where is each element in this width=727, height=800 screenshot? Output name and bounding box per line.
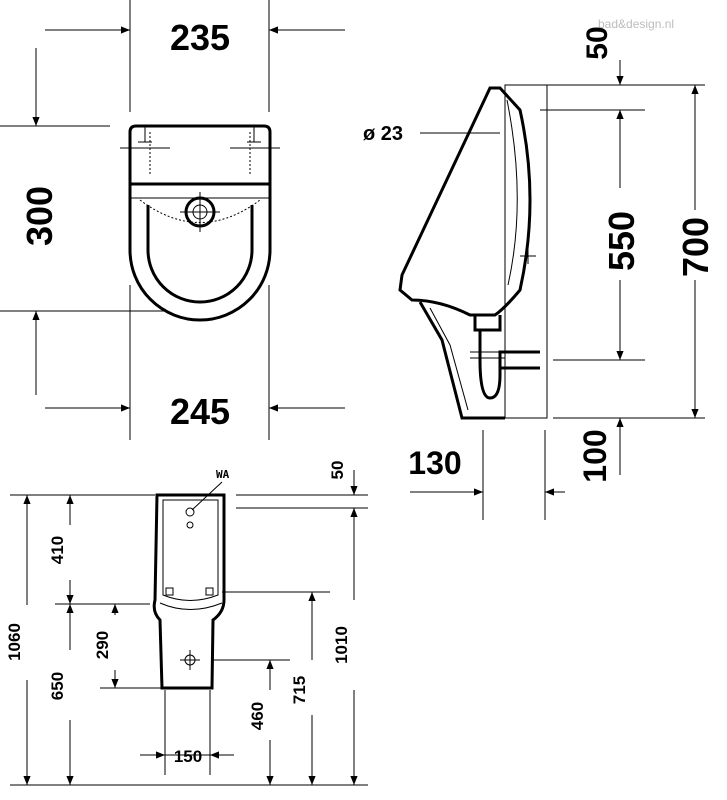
dim-width-top: 235 [170, 17, 230, 58]
dim-top-offset: 50 [581, 26, 614, 59]
urinal-side-profile [398, 86, 532, 317]
dim-460: 460 [248, 702, 267, 730]
dim-700: 700 [675, 217, 716, 277]
dim-715: 715 [290, 676, 309, 704]
dim-290: 290 [93, 631, 112, 659]
dim-bottom-offset: 100 [577, 429, 613, 482]
dim-height: 300 [19, 186, 60, 246]
top-view: 235 300 245 [0, 0, 345, 440]
watermark: bad&design.nl [598, 17, 674, 31]
dim-1060: 1060 [5, 623, 24, 661]
urinal-top-outline [128, 124, 272, 322]
side-view: 50 ø 23 550 700 130 100 [363, 26, 716, 520]
dim-projection: 130 [408, 445, 461, 481]
water-inlet-label: WA [216, 468, 230, 481]
pipe-diameter: ø 23 [363, 123, 403, 145]
front-view: WA 50 1060 410 650 290 715 1010 460 150 [5, 461, 368, 786]
dim-650: 650 [48, 672, 67, 700]
siphon-trap [473, 315, 540, 400]
dim-410: 410 [48, 536, 67, 564]
dim-150: 150 [174, 747, 202, 766]
urinal-front-outline [152, 493, 226, 690]
dim-1010: 1010 [332, 626, 351, 664]
dim-550: 550 [601, 211, 642, 271]
dim-50: 50 [328, 461, 347, 480]
dim-width-bottom: 245 [170, 391, 230, 432]
